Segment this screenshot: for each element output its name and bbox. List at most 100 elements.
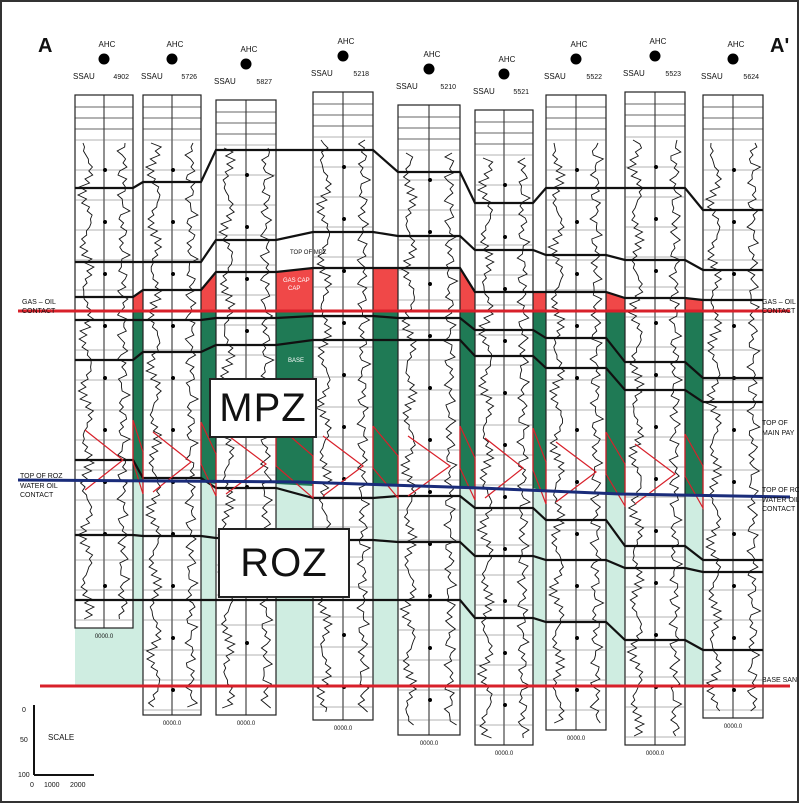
well-base-label: 0000.0 [237, 721, 256, 727]
oil-saturation-trace [275, 423, 314, 500]
depth-marker [654, 425, 658, 429]
well-number-label: 5210 [440, 84, 456, 91]
log-curve [76, 142, 96, 620]
depth-marker [342, 165, 346, 169]
well-location-dot [337, 50, 349, 62]
horizon-line [75, 230, 763, 272]
log-curve [356, 139, 372, 713]
well-symbol-label: AHC [571, 40, 588, 49]
depth-marker [103, 324, 107, 328]
log-curve [116, 142, 131, 620]
depth-marker [575, 428, 579, 432]
depth-marker [171, 324, 175, 328]
depth-marker [103, 376, 107, 380]
log-curve [589, 142, 605, 724]
roz-contact-label-left: WATER OIL [20, 483, 58, 490]
well-log-1 [74, 94, 134, 629]
depth-marker [103, 220, 107, 224]
log-curve [547, 142, 566, 724]
well-symbol-label: AHC [241, 45, 258, 54]
zone-note-label: BASE [288, 358, 304, 364]
depth-marker [654, 477, 658, 481]
depth-marker [503, 287, 507, 291]
depth-marker [428, 178, 432, 182]
oil-saturation-trace [200, 421, 217, 497]
well-base-label: 0000.0 [567, 736, 586, 742]
depth-marker [503, 703, 507, 707]
well-log-8 [624, 91, 686, 746]
gas-cap-label: CAP [288, 286, 300, 292]
well-symbol-label: AHC [728, 40, 745, 49]
well-location-dot [649, 50, 661, 62]
well-symbol-label: AHC [499, 55, 516, 64]
well-number-label: 5523 [665, 71, 681, 78]
roz-label: ROZ [218, 528, 350, 598]
well-location-dot [570, 53, 582, 65]
well-name-label: SSAU [544, 72, 566, 81]
depth-marker [342, 217, 346, 221]
depth-marker [171, 688, 175, 692]
log-curve [399, 152, 418, 726]
oil-saturation-trace [684, 433, 704, 511]
oil-saturation-trace [322, 435, 364, 497]
depth-marker [503, 651, 507, 655]
top-of-mpz-label: TOP OF MPZ [290, 250, 327, 256]
log-curve [443, 152, 459, 726]
well-base-label: 0000.0 [646, 751, 665, 757]
log-curve [184, 142, 200, 708]
well-location-dot [423, 63, 435, 75]
depth-marker [654, 217, 658, 221]
horizon-line [75, 533, 763, 574]
depth-marker [103, 428, 107, 432]
depth-marker [732, 688, 736, 692]
log-curve [668, 139, 684, 737]
depth-marker [654, 581, 658, 585]
log-curve [704, 142, 723, 712]
roz-contact-label-left: CONTACT [20, 492, 54, 499]
well-log-5 [397, 104, 461, 736]
gas-oil-contact-label-left: GAS – OIL [22, 299, 56, 306]
depth-marker [732, 636, 736, 640]
depth-marker [428, 334, 432, 338]
depth-marker [428, 386, 432, 390]
depth-marker [171, 220, 175, 224]
depth-marker [245, 641, 249, 645]
roz-contact-label-right: WATER OIL [762, 497, 799, 504]
depth-marker [503, 339, 507, 343]
well-base-label: 0000.0 [163, 721, 182, 727]
well-base-label: 0000.0 [95, 634, 114, 640]
depth-marker [732, 584, 736, 588]
log-curve [516, 157, 532, 739]
well-name-label: SSAU [311, 69, 333, 78]
well-number-label: 5521 [513, 89, 529, 96]
depth-marker [575, 532, 579, 536]
depth-marker [732, 220, 736, 224]
scale-y-tick: 50 [20, 737, 28, 744]
gas-oil-contact-label-left: CONTACT [22, 308, 56, 315]
depth-marker [342, 373, 346, 377]
top-main-pay-label: MAIN PAY [762, 430, 795, 437]
depth-marker [575, 688, 579, 692]
gas-oil-contact-label-right: GAS – OIL [762, 299, 796, 306]
scale-x-tick: 2000 [70, 782, 86, 789]
log-curve [144, 142, 163, 708]
well-number-label: 5827 [256, 79, 272, 86]
depth-marker [732, 480, 736, 484]
horizon-line [75, 458, 763, 562]
scale-y-tick: 100 [18, 772, 30, 779]
well-name-label: SSAU [473, 87, 495, 96]
well-name-label: SSAU [623, 69, 645, 78]
depth-marker [171, 272, 175, 276]
depth-marker [428, 646, 432, 650]
depth-marker [245, 173, 249, 177]
well-location-dot [240, 58, 252, 70]
depth-marker [575, 220, 579, 224]
depth-marker [503, 443, 507, 447]
log-curve [626, 139, 646, 737]
oil-saturation-trace [532, 427, 547, 505]
gas-cap-label: GAS CAP [283, 278, 310, 284]
horizon-line [75, 338, 763, 404]
well-number-label: 5726 [181, 74, 197, 81]
well-number-label: 5218 [353, 71, 369, 78]
